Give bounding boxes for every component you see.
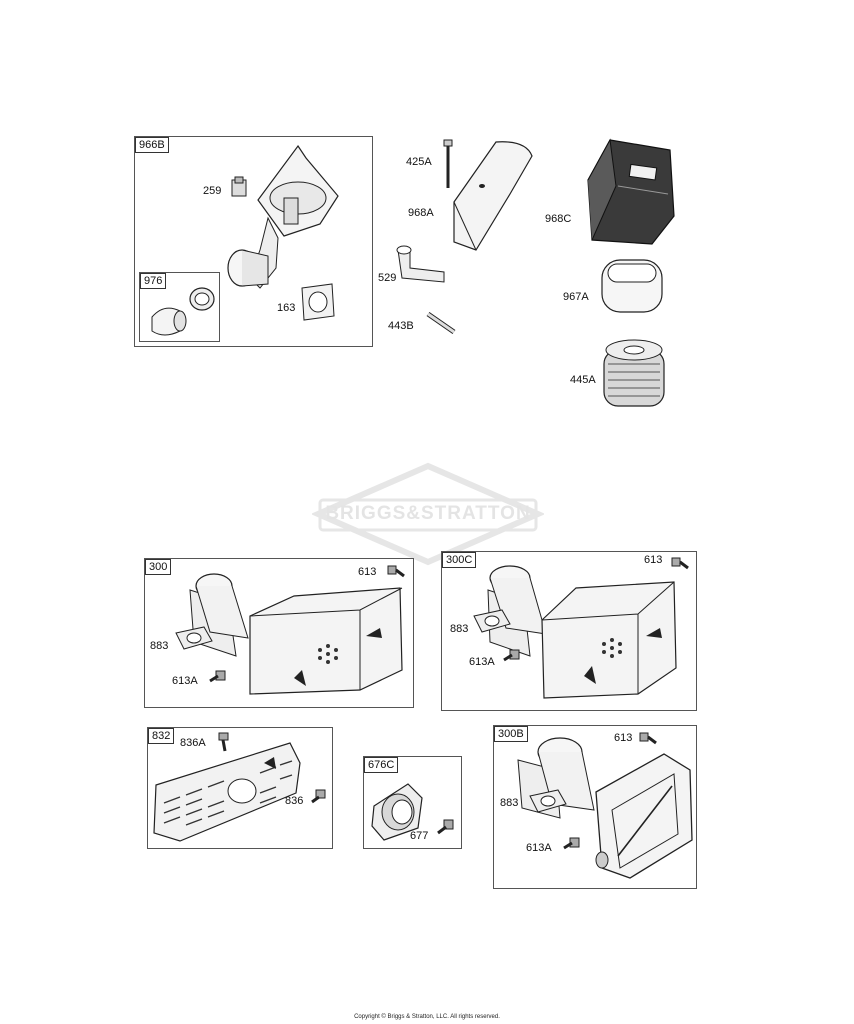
cover-968A-drawing — [453, 141, 533, 251]
group-tag-966B: 966B — [135, 137, 169, 153]
air-filter-445A-drawing — [603, 339, 665, 407]
pre-cleaner-967A-drawing — [601, 259, 663, 313]
group-frame-976 — [139, 272, 220, 342]
copyright-notice: Copyright © Briggs & Stratton, LLC. All … — [354, 1014, 500, 1020]
group-tag-300C: 300C — [442, 552, 477, 568]
gasket-883-300B-drawing — [529, 789, 567, 813]
group-frame-300 — [144, 558, 414, 708]
screw-613A-300C-drawing — [503, 649, 520, 662]
screw-613-drawing — [387, 565, 405, 578]
screw-613A-300B-drawing — [563, 837, 580, 850]
gasket-163-drawing — [301, 283, 335, 321]
part-label-300-613A: 613A — [172, 675, 198, 687]
group-frame-832 — [147, 727, 333, 849]
group-tag-300B: 300B — [494, 726, 528, 742]
gasket-883-drawing — [175, 626, 213, 650]
screw-677-drawing — [437, 819, 454, 835]
cover-968C-drawing — [587, 138, 675, 245]
group-tag-976: 976 — [140, 273, 167, 289]
part-label-967A: 967A — [563, 291, 589, 303]
part-label-300B-613: 613 — [614, 732, 633, 744]
part-label-443B: 443B — [388, 320, 414, 332]
elbow-529-drawing — [396, 245, 445, 283]
part-label-300C-613: 613 — [644, 554, 663, 566]
muffler-300-drawing — [189, 573, 403, 695]
group-frame-676C — [363, 756, 462, 849]
part-label-300C-883: 883 — [450, 623, 469, 635]
watermark-diamond-logo — [310, 462, 546, 566]
screw-836A-drawing — [218, 732, 229, 752]
part-label-300-883: 883 — [150, 640, 169, 652]
briggs-stratton-watermark: BRIGGS&STRATTON — [310, 462, 546, 566]
part-label-968A: 968A — [408, 207, 434, 219]
breather-tube-976-drawing — [151, 287, 215, 336]
group-frame-966B — [134, 136, 373, 347]
part-label-300C-613A: 613A — [469, 656, 495, 668]
part-label-445A: 445A — [570, 374, 596, 386]
watermark-text: BRIGGS&STRATTON — [325, 503, 531, 524]
part-label-163: 163 — [277, 302, 296, 314]
part-label-300-613: 613 — [358, 566, 377, 578]
part-label-300B-613A: 613A — [526, 842, 552, 854]
part-label-836A: 836A — [180, 737, 206, 749]
screw-836-drawing — [311, 789, 326, 804]
group-tag-300: 300 — [145, 559, 172, 575]
screw-613A-drawing — [209, 670, 226, 683]
deflector-676C-drawing — [371, 783, 423, 841]
group-tag-676C: 676C — [364, 757, 399, 773]
part-label-677: 677 — [410, 830, 429, 842]
group-frame-300B — [493, 725, 697, 889]
bolt-425A-drawing — [443, 139, 453, 188]
group-tag-832: 832 — [148, 728, 175, 744]
part-label-836: 836 — [285, 795, 304, 807]
clip-259-drawing — [231, 176, 247, 197]
stud-443B-drawing — [426, 311, 456, 335]
part-label-300B-883: 883 — [500, 797, 519, 809]
part-label-529: 529 — [378, 272, 397, 284]
part-label-968C: 968C — [545, 213, 572, 225]
muffler-300C-drawing — [487, 565, 677, 699]
screw-613-300C-drawing — [671, 557, 689, 570]
part-label-259: 259 — [203, 185, 222, 197]
group-frame-300C — [441, 551, 697, 711]
part-label-425A: 425A — [406, 156, 432, 168]
screw-613-300B-drawing — [639, 732, 657, 745]
heat-shield-832-drawing — [153, 742, 301, 842]
air-cleaner-base-drawing — [227, 144, 339, 289]
gasket-883-300C-drawing — [473, 609, 511, 633]
